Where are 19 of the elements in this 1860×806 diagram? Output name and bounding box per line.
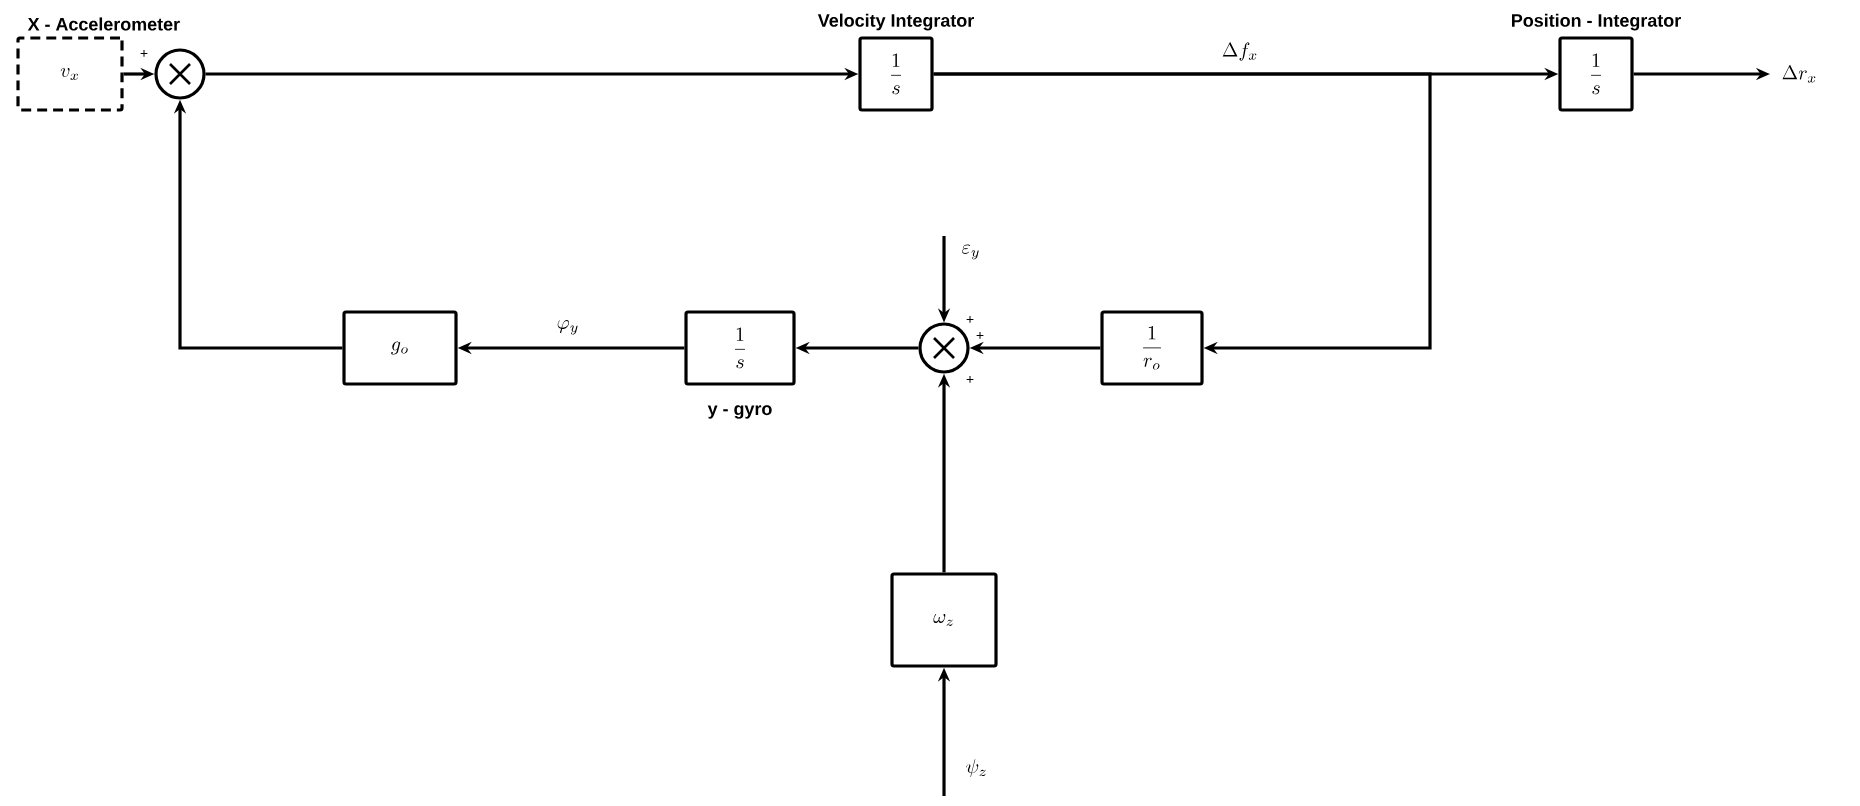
arrow — [933, 72, 1432, 355]
signal-label: $\Delta f_x$ — [1222, 42, 1257, 61]
block-box: $\frac{1}{r_o}$ — [1100, 310, 1204, 386]
signal-label: $\Delta r_x$ — [1782, 65, 1816, 83]
block-box: Position - Integrator $\frac{1}{s}$ — [1512, 13, 1681, 112]
summing-junction — [154, 48, 206, 100]
node-label: y - gyro — [707, 405, 772, 419]
block-box: $\frac{1}{s}$ y - gyro — [684, 310, 796, 419]
heading: X - Accelerometer — [27, 17, 180, 31]
block-box: $g_o$ — [342, 310, 458, 386]
summing-junction — [918, 322, 970, 374]
sensor-box: $v_x$ — [16, 36, 124, 112]
block-box: Velocity Integrator $\frac{1}{s}$ — [817, 13, 974, 112]
node-label: Velocity Integrator — [817, 13, 974, 31]
signal-label: $\varepsilon_y$ — [962, 244, 979, 260]
signal-label: $\psi_z$ — [966, 759, 986, 778]
block-box: $\omega_z$ — [890, 572, 998, 668]
node-label: Position - Integrator — [1512, 13, 1681, 31]
signal-label: $\varphi_y$ — [557, 319, 578, 335]
